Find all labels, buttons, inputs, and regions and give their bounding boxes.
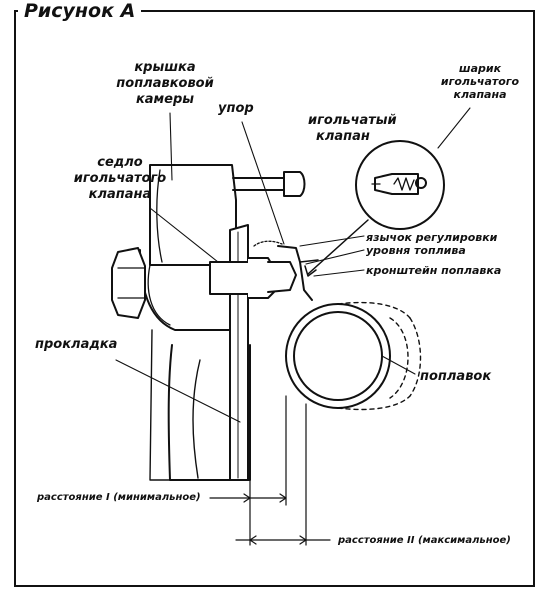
label-distance-max: расстояние II (максимальное) bbox=[338, 535, 511, 546]
nut bbox=[111, 247, 146, 319]
label-distance-min: расстояние I (минимальное) bbox=[37, 492, 201, 503]
dimension-lines bbox=[209, 395, 331, 546]
label-needle-valve-ball: шарик игольчатого клапана bbox=[440, 62, 520, 101]
label-valve-seat: седло игольчатого клапана bbox=[73, 155, 167, 202]
float bbox=[285, 301, 422, 411]
label-stop: упор bbox=[218, 101, 254, 116]
label-float-bracket: кронштейн поплавка bbox=[366, 264, 502, 277]
needle-valve-callout bbox=[304, 140, 445, 277]
carburetor-body bbox=[149, 329, 251, 481]
label-gasket: прокладка bbox=[35, 337, 118, 352]
adjust-screw bbox=[232, 171, 306, 197]
float-bracket bbox=[277, 245, 319, 301]
label-needle-valve: игольчатый клапан bbox=[308, 113, 397, 144]
label-float-chamber-cover: крышка поплавковой камеры bbox=[116, 60, 214, 107]
label-fuel-level-tongue: язычок регулировки уровня топлива bbox=[366, 231, 498, 257]
valve-seat bbox=[209, 240, 297, 299]
figure-title: Рисунок А bbox=[18, 0, 142, 22]
leader-lines bbox=[115, 107, 471, 423]
figure-frame bbox=[14, 10, 535, 587]
label-float: поплавок bbox=[420, 369, 492, 384]
